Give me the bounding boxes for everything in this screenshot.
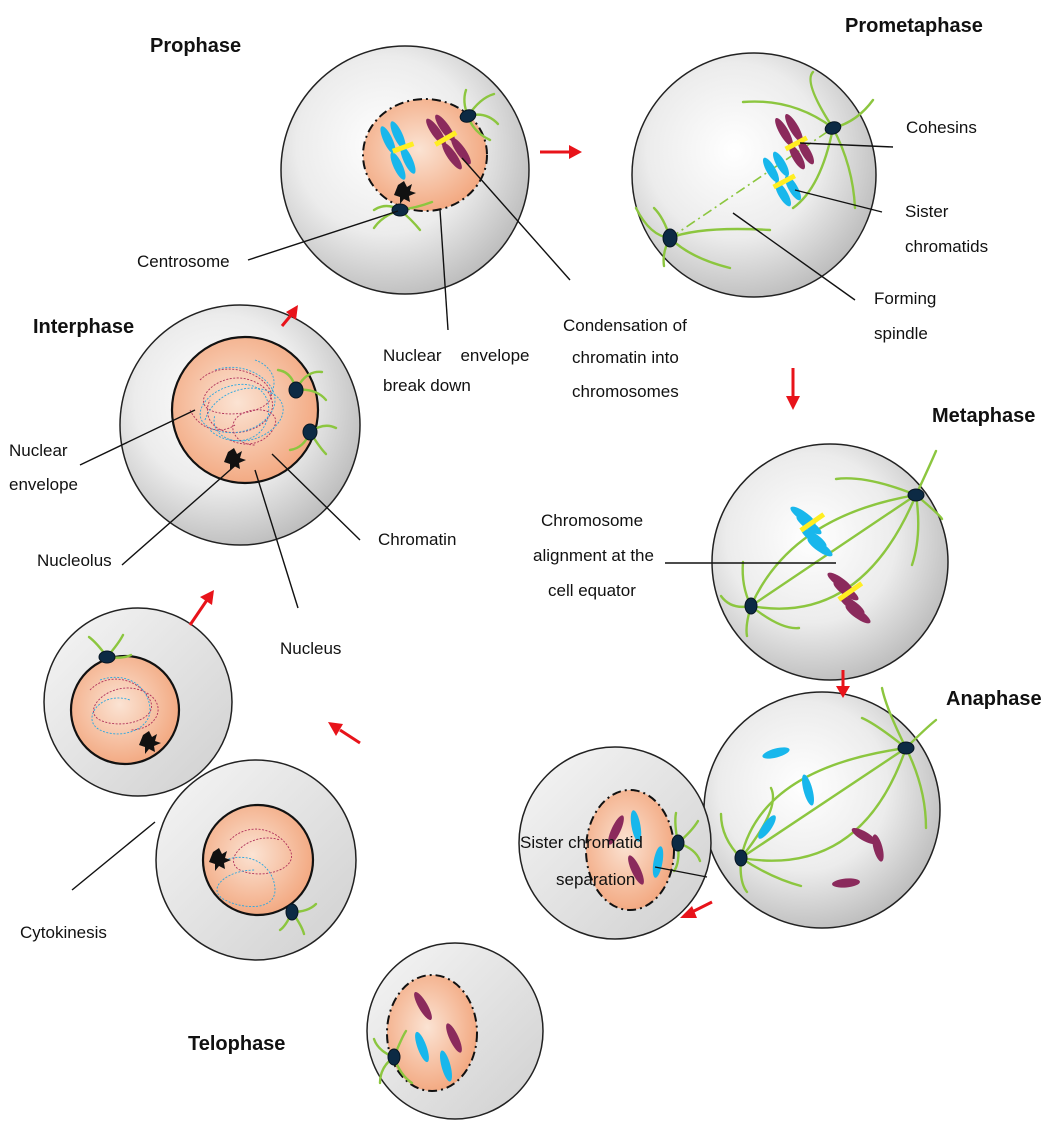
label-alignment-2: alignment at the [533, 546, 654, 565]
label-separation-1: Sister chromatid [520, 833, 643, 852]
metaphase-centrosome-right [908, 489, 924, 501]
label-alignment-1: Chromosome [541, 511, 643, 530]
label-nucleolus: Nucleolus [37, 551, 112, 570]
metaphase-cell [712, 444, 948, 680]
arrow-prometaphase-to-metaphase [786, 368, 800, 410]
telophase-nucleus-left [387, 975, 477, 1091]
label-condensation-1: Condensation of [563, 316, 687, 335]
label-nuclear-envelope-2: envelope [9, 475, 78, 494]
label-cohesins: Cohesins [906, 118, 977, 137]
label-forming-2: spindle [874, 324, 928, 343]
label-nuclear-envelope-break-1: Nuclear envelope [383, 346, 529, 365]
phase-title-interphase: Interphase [33, 316, 134, 338]
label-alignment-3: cell equator [548, 581, 636, 600]
interphase-cell [120, 305, 360, 545]
cytokinesis-cells [44, 608, 356, 960]
label-separation-2: separation [556, 870, 635, 889]
label-chromatin: Chromatin [378, 530, 456, 549]
telophase-cells [367, 747, 716, 1120]
prometaphase-centrosome-left [663, 229, 677, 247]
prophase-cell [281, 46, 529, 294]
metaphase-centrosome-left [745, 598, 757, 614]
label-centrosome: Centrosome [137, 252, 230, 271]
phase-title-metaphase: Metaphase [932, 405, 1035, 427]
label-nucleus: Nucleus [280, 639, 341, 658]
label-condensation-3: chromosomes [572, 382, 679, 401]
anaphase-centrosome-left [735, 850, 747, 866]
label-forming-1: Forming [874, 289, 936, 308]
anaphase-centrosome-right [898, 742, 914, 754]
anaphase-cell [704, 688, 940, 928]
cytokinesis-nucleus-top [71, 656, 179, 764]
arrow-telophase-to-cytokinesis [328, 722, 360, 743]
label-nuclear-envelope-1: Nuclear [9, 441, 68, 460]
phase-title-anaphase: Anaphase [946, 688, 1042, 710]
prometaphase-cell [632, 53, 876, 297]
arrow-prophase-to-prometaphase [540, 145, 582, 159]
arrow-cytokinesis-to-interphase [190, 590, 214, 625]
phase-title-prometaphase: Prometaphase [845, 15, 983, 37]
label-cytokinesis: Cytokinesis [20, 923, 107, 942]
label-sister-2: chromatids [905, 237, 988, 256]
label-sister-1: Sister [905, 202, 949, 221]
label-nuclear-envelope-break-2: break down [383, 376, 471, 395]
label-condensation-2: chromatin into [572, 348, 679, 367]
phase-title-telophase: Telophase [188, 1033, 285, 1055]
phase-title-prophase: Prophase [150, 35, 241, 57]
